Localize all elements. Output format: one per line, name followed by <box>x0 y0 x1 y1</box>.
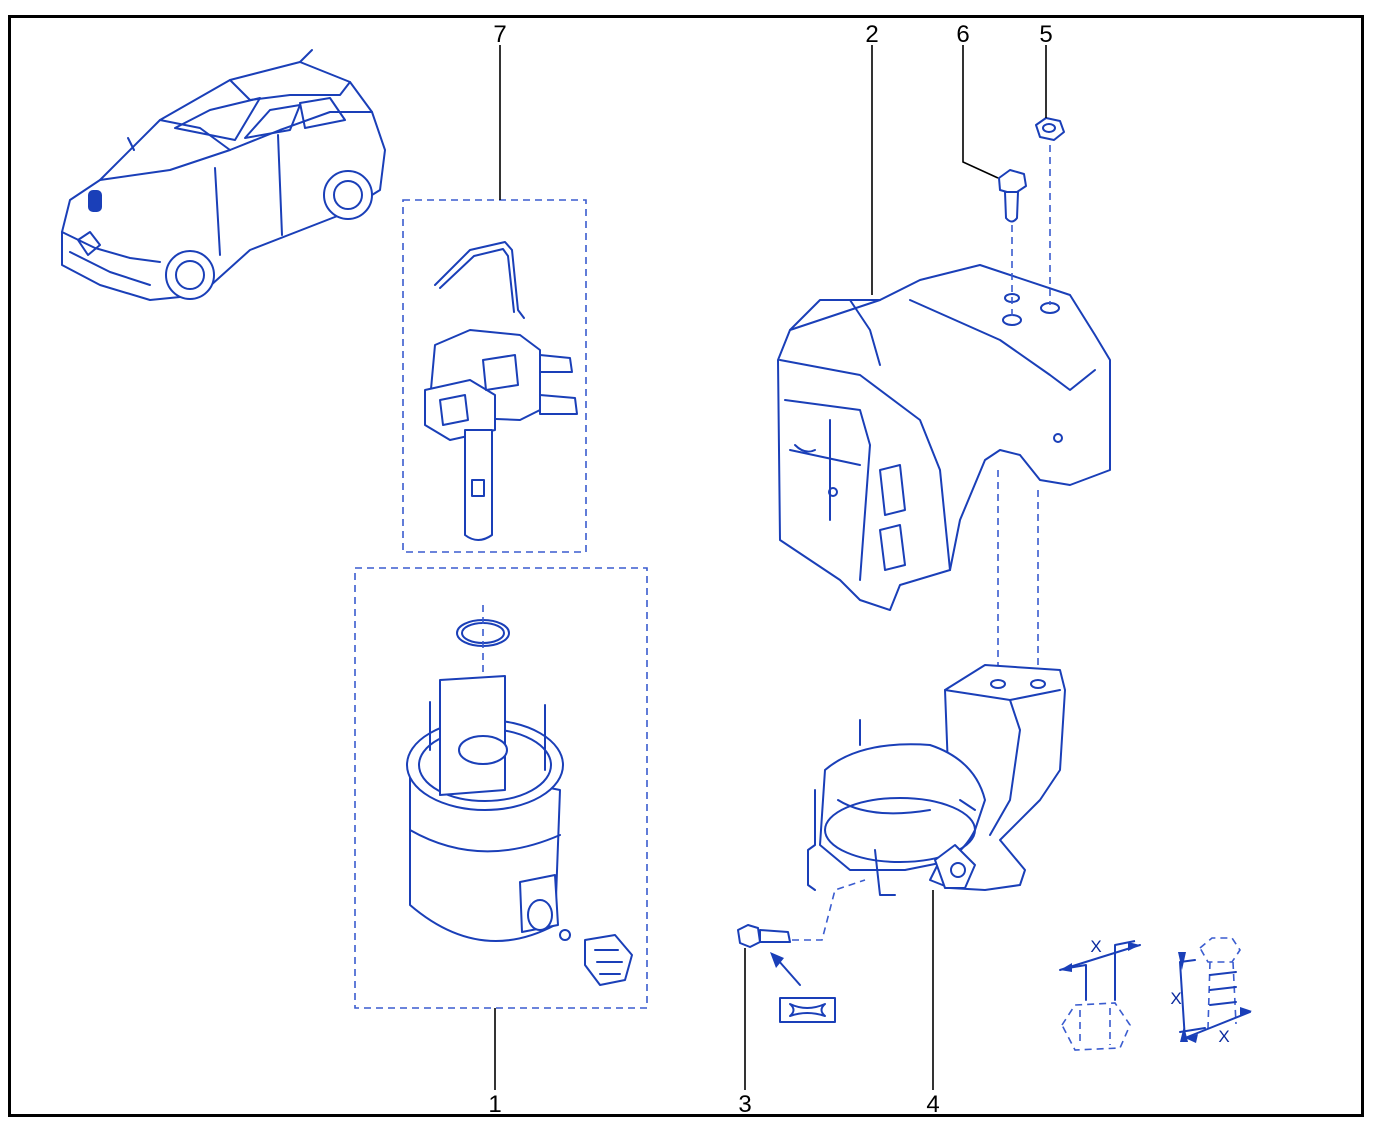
callout-2: 2 <box>865 21 878 48</box>
callout-1: 1 <box>488 1091 501 1118</box>
nut-dimension-label: X <box>1090 937 1101 956</box>
item-6-flange-bolt <box>998 169 1027 320</box>
item-3-bolt <box>737 879 866 1023</box>
item-2-upper-bracket <box>777 264 1111 611</box>
thread-dimension-legend <box>1059 937 1252 1051</box>
callout-6: 6 <box>956 21 969 48</box>
item-5-flange-nut <box>1035 117 1065 305</box>
callout-7: 7 <box>493 21 506 48</box>
callout-5: 5 <box>1039 21 1052 48</box>
vehicle-location-thumbnail <box>61 49 386 301</box>
item-7-sensor-group <box>402 199 587 553</box>
item-1-fuel-filter-group <box>354 567 648 1009</box>
item-4-lower-bracket <box>807 664 1066 896</box>
callout-3: 3 <box>738 1091 751 1118</box>
leader-line-6 <box>962 45 999 179</box>
bolt-length-dimension-label: X <box>1170 989 1181 1008</box>
bolt-diameter-dimension-label: X <box>1218 1027 1229 1046</box>
callout-4: 4 <box>926 1091 939 1118</box>
